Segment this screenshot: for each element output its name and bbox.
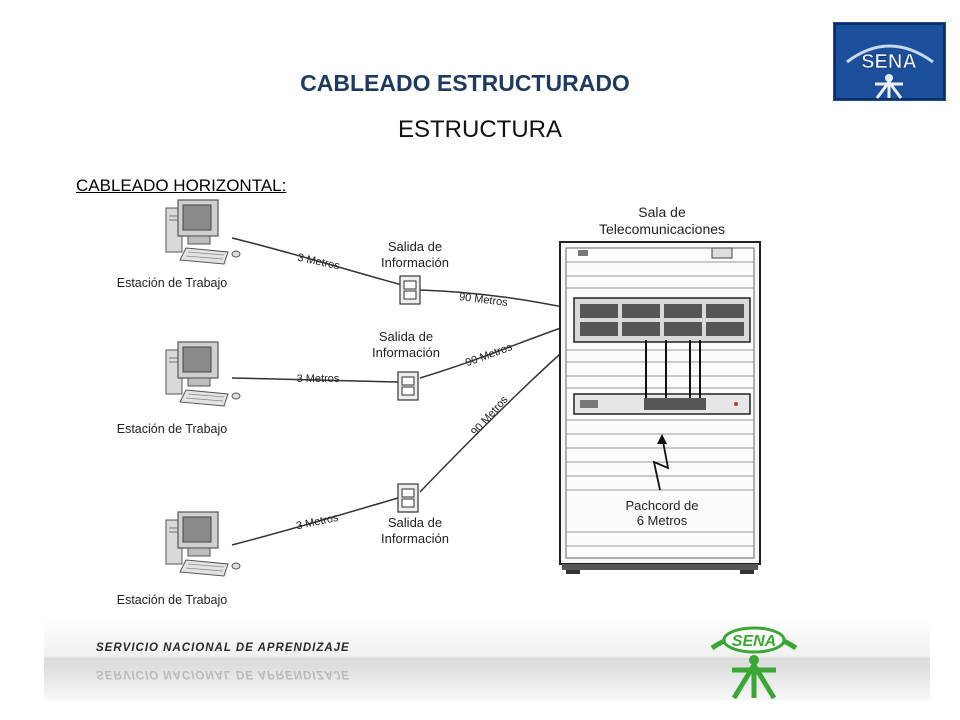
outlet-label-2: Información: [372, 345, 440, 360]
outlet-label-1: Salida de: [379, 329, 433, 344]
workstation-icon: [165, 341, 241, 407]
footer-organization-name: SERVICIO NACIONAL DE APRENDIZAJE: [96, 642, 350, 654]
telecom-rack: [559, 241, 761, 574]
cable-ws2-outlet: [231, 377, 399, 383]
footer-banner: SENA: [44, 618, 930, 700]
cable-length-label: 90 Metros: [469, 393, 511, 438]
cable-length-label: 90 Metros: [458, 291, 509, 309]
cable-length-label: 3 Metros: [297, 373, 340, 385]
page-title: CABLEADO ESTRUCTURADO: [300, 70, 630, 96]
sena-logo-footer: SENA: [710, 626, 798, 700]
sena-logo-top: SENA: [833, 22, 946, 101]
cable-ws1-outlet: [231, 237, 403, 286]
outlet-label-1: Salida de: [388, 239, 442, 254]
footer-organization-reflection: SERVICIO NACIONAL DE APRENDIZAJE: [96, 668, 350, 680]
patchcord-label-2: 6 Metros: [637, 513, 688, 528]
workstation-label: Estación de Trabajo: [117, 593, 228, 607]
outlet-label-2: Información: [381, 531, 449, 546]
workstation-label: Estación de Trabajo: [117, 276, 228, 290]
cable-outlet3-rack: [419, 337, 579, 493]
logo-footer-text: SENA: [732, 633, 776, 650]
telecom-room-label-2: Telecomunicaciones: [599, 221, 725, 237]
outlet-icon: [399, 275, 421, 305]
telecom-room-label-1: Sala de: [638, 204, 686, 220]
logo-top-text: SENA: [861, 51, 917, 73]
outlet-icon: [397, 483, 419, 513]
cable-length-label: 90 Metros: [464, 341, 515, 369]
workstation-label: Estación de Trabajo: [117, 422, 228, 436]
outlet-icon: [397, 371, 419, 401]
workstation-icon: [165, 199, 241, 265]
section-label-text: CABLEADO HORIZONTAL:: [76, 176, 287, 195]
section-label: CABLEADO HORIZONTAL:: [76, 176, 286, 196]
workstation-icon: [165, 511, 241, 577]
page-subtitle: ESTRUCTURA: [397, 116, 562, 143]
outlet-label-2: Información: [381, 255, 449, 270]
cable-length-label: 3 Metros: [296, 252, 341, 273]
cable-length-label: 3 Metros: [295, 512, 340, 533]
outlet-label-1: Salida de: [388, 515, 442, 530]
cable-ws3-outlet: [231, 497, 399, 546]
patchcord-label-1: Pachcord de: [626, 498, 699, 513]
